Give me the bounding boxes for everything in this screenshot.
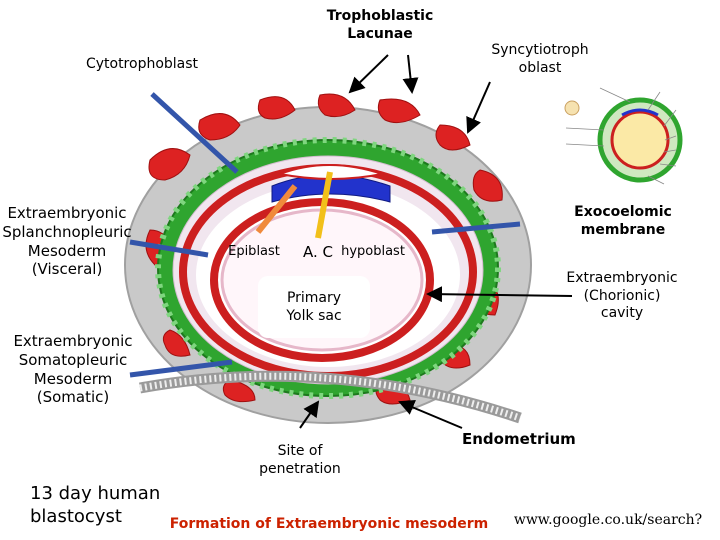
pointer-cytotrophoblast (150, 92, 239, 174)
label-chorionic-cavity: Extraembryonic (Chorionic) cavity (566, 270, 678, 321)
label-somatopleuric-mesoderm: Extraembryonic Somatopleuric Mesoderm (S… (13, 332, 133, 407)
label-syncytiotrophoblast: Syncytiotroph oblast (491, 42, 589, 76)
label-day-title: 13 day human blastocyst (30, 483, 161, 527)
pointer-site-of-penetration (299, 400, 320, 429)
cytotrophoblast-cells (155, 137, 501, 399)
pointer-splanchnopleuric (129, 239, 209, 258)
label-trophoblastic-lacunae: Trophoblastic Lacunae (326, 8, 434, 42)
primary-yolk-sac (258, 276, 370, 338)
pointer-lacunae-2 (402, 54, 419, 94)
label-epiblast: Epiblast (228, 244, 280, 259)
label-cytotrophoblast: Cytotrophoblast (85, 56, 199, 72)
label-splanchnopleuric-mesoderm: Extraembryonic Splanchnopleuric Mesoderm… (2, 204, 132, 279)
pointer-lacunae-1 (348, 54, 389, 94)
pointer-endometrium (398, 400, 463, 429)
pointer-amniotic-cavity (315, 171, 333, 239)
label-caption: Formation of Extraembryonic mesoderm (169, 516, 489, 532)
pointer-chorionic-cavity (426, 286, 573, 303)
label-primary-yolk-sac: Primary Yolk sac (286, 290, 342, 324)
pointer-exocoelomic (431, 221, 521, 235)
label-endometrium: Endometrium (462, 430, 576, 448)
label-site-of-penetration: Site of penetration (259, 443, 341, 477)
endometrium-strip-hatch (139, 372, 522, 422)
label-exocoelomic-membrane: Exocoelomic membrane (574, 204, 672, 238)
label-hypoblast: hypoblast (341, 244, 405, 259)
pointer-somatopleuric (129, 359, 233, 378)
label-source: www.google.co.uk/search? (513, 512, 703, 528)
pointer-epiblast (255, 184, 298, 234)
inset-thumbnail (548, 80, 706, 190)
pointer-syncytiotrophoblast (466, 81, 491, 134)
amniotic-cavity (276, 164, 386, 180)
label-amniotic-cavity: A. C (302, 243, 333, 261)
